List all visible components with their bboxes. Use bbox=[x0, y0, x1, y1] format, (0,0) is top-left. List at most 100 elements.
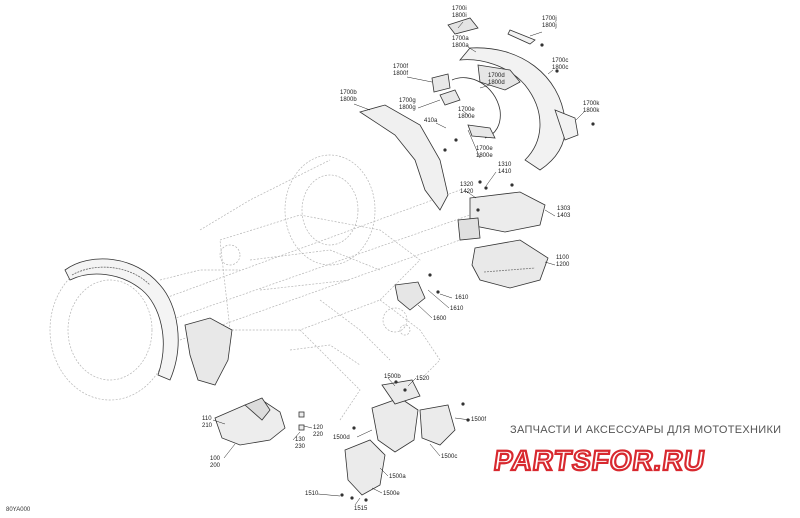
callout-line: 1500e bbox=[383, 491, 400, 497]
small-deflector bbox=[394, 281, 426, 311]
callout-line: 1800i bbox=[452, 13, 467, 19]
callout-line: 410a bbox=[424, 118, 438, 124]
lower-guard-cluster bbox=[344, 379, 456, 496]
callout-line: 1510 bbox=[305, 491, 319, 497]
callout-line: 1200 bbox=[556, 262, 570, 268]
rear-fender-shield bbox=[359, 104, 449, 211]
side-panel-upper bbox=[457, 191, 546, 241]
callout-line: 1800b bbox=[340, 97, 357, 103]
callout-line: 1800e bbox=[458, 114, 475, 120]
fender-bracket-top bbox=[447, 17, 479, 35]
rear-fender bbox=[459, 29, 579, 171]
callout-line: 1700a bbox=[452, 36, 469, 42]
callout-c25: 1500a bbox=[389, 474, 406, 480]
left-fender bbox=[64, 258, 179, 381]
callout-c11: 410a bbox=[424, 118, 438, 124]
callout-line: 1303 bbox=[557, 206, 571, 212]
callout-line: 1800f bbox=[393, 71, 408, 77]
callout-line: 1320 bbox=[460, 182, 474, 188]
callout-c20: 1500b bbox=[384, 374, 401, 380]
callout-c21: 1520 bbox=[416, 376, 430, 382]
vehicle-frame-ghost bbox=[49, 154, 471, 421]
left-inner-guard bbox=[184, 317, 233, 386]
callout-line: 1700j bbox=[542, 16, 557, 22]
callout-line: 1500a bbox=[389, 474, 406, 480]
callout-c22: 1500f bbox=[471, 417, 486, 423]
callout-c18: 1610 bbox=[450, 306, 464, 312]
callout-line: 1500b bbox=[384, 374, 401, 380]
callout-line: 1700c bbox=[552, 58, 568, 64]
callout-line: 120 bbox=[313, 425, 324, 431]
callout-line: 1800d bbox=[488, 80, 505, 86]
brand-watermark: PARTSFOR.RU bbox=[491, 444, 709, 477]
watermark-tagline: ЗАПЧАСТИ И АКСЕССУАРЫ ДЛЯ МОТОТЕХНИКИ bbox=[510, 424, 782, 436]
callout-line: 1800a bbox=[452, 43, 469, 49]
callout-line: 1700b bbox=[340, 90, 357, 96]
callout-c23: 1500d bbox=[333, 435, 350, 441]
fasteners bbox=[340, 43, 595, 502]
callout-c27: 1510 bbox=[305, 491, 319, 497]
callout-line: 200 bbox=[210, 463, 221, 469]
callout-line: 1610 bbox=[450, 306, 464, 312]
callout-line: 1500c bbox=[441, 454, 457, 460]
callout-line: 210 bbox=[202, 423, 213, 429]
callout-line: 1610 bbox=[455, 295, 469, 301]
callout-line: 1700k bbox=[583, 101, 600, 107]
skid-plate-assembly bbox=[214, 397, 305, 446]
callout-line: 1600 bbox=[433, 316, 447, 322]
callout-line: 1800j bbox=[542, 23, 557, 29]
callout-c24: 1500c bbox=[441, 454, 457, 460]
callout-line: 1420 bbox=[460, 189, 474, 195]
leader-lines bbox=[212, 21, 585, 506]
callout-line: 1800e bbox=[476, 153, 493, 159]
callout-line: 1515 bbox=[354, 506, 368, 512]
callout-line: 130 bbox=[295, 437, 306, 443]
callout-line: 1800k bbox=[583, 108, 600, 114]
callout-line: 1100 bbox=[556, 255, 570, 261]
callout-line: 1800g bbox=[399, 105, 416, 111]
callout-line: 1500f bbox=[471, 417, 486, 423]
callout-line: 1800c bbox=[552, 65, 568, 71]
callout-line: 1700g bbox=[399, 98, 416, 104]
callout-line: 1500d bbox=[333, 435, 350, 441]
callout-c19: 1600 bbox=[433, 316, 447, 322]
side-panel-lower bbox=[471, 239, 549, 289]
callout-c17: 1610 bbox=[455, 295, 469, 301]
diagram-id-label: 80YA000 bbox=[6, 507, 31, 513]
callout-line: 1410 bbox=[498, 169, 512, 175]
callout-line: 1700f bbox=[393, 64, 408, 70]
callout-line: 1700d bbox=[488, 73, 505, 79]
fender-mount-bracket bbox=[431, 73, 501, 139]
callout-line: 110 bbox=[202, 416, 212, 422]
callout-line: 1403 bbox=[557, 213, 571, 219]
callout-line: 1520 bbox=[416, 376, 430, 382]
callout-c26: 1500e bbox=[383, 491, 400, 497]
callout-line: 100 bbox=[210, 456, 221, 462]
callout-line: 1310 bbox=[498, 162, 512, 168]
callout-line: 230 bbox=[295, 444, 306, 450]
callout-line: 220 bbox=[313, 432, 324, 438]
brand-logo-text: PARTSFOR.RU bbox=[492, 445, 707, 476]
